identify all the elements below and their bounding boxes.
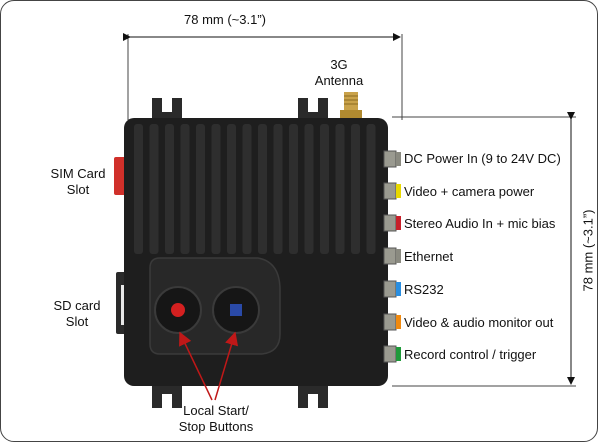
- antenna-label-line2: Antenna: [314, 73, 364, 88]
- port-color-ring: [396, 347, 401, 361]
- height-dimension: [392, 112, 576, 387]
- antenna-label-line1: 3G: [330, 57, 348, 72]
- button-arrows: [179, 331, 239, 401]
- cooling-fin: [273, 124, 283, 254]
- port-connector[interactable]: [383, 214, 397, 232]
- start-button[interactable]: [154, 286, 202, 334]
- mounting-tabs: [152, 98, 328, 408]
- cooling-fin: [211, 124, 221, 254]
- cooling-fin: [196, 124, 205, 254]
- port-color-ring: [396, 315, 401, 329]
- buttons-label-line2: Stop Buttons: [178, 419, 254, 434]
- port-label-ethernet: Ethernet: [404, 249, 454, 264]
- sd-slot-label: SD card Slot: [40, 298, 114, 330]
- sd-slot-label-line1: SD card: [53, 298, 101, 313]
- cooling-fins: [134, 124, 376, 254]
- width-label: 78 mm (~3.1”): [184, 12, 266, 27]
- sim-slot-label: SIM Card Slot: [42, 166, 114, 198]
- cooling-fin: [258, 124, 267, 254]
- port-connector[interactable]: [383, 345, 397, 363]
- cooling-fin: [242, 124, 252, 254]
- port-label-rs232: RS232: [404, 282, 444, 297]
- port-color-ring: [396, 216, 401, 230]
- sd-slot-label-line2: Slot: [65, 314, 89, 329]
- sim-slot-label-line1: SIM Card: [50, 166, 106, 181]
- port-connectors: [383, 150, 401, 363]
- cooling-fin: [227, 124, 236, 254]
- port-color-ring: [396, 184, 401, 198]
- cooling-fin: [335, 124, 345, 254]
- width-dimension: [123, 33, 403, 120]
- port-connector[interactable]: [383, 150, 397, 168]
- cooling-fin: [165, 124, 174, 254]
- buttons-label: Local Start/ Stop Buttons: [168, 403, 264, 435]
- stop-button[interactable]: [212, 286, 260, 334]
- port-connector[interactable]: [383, 313, 397, 331]
- cooling-fin: [351, 124, 360, 254]
- cooling-fin: [149, 124, 159, 254]
- cooling-fin: [289, 124, 298, 254]
- port-color-ring: [396, 152, 401, 166]
- buttons-label-line1: Local Start/: [183, 403, 249, 418]
- port-connector[interactable]: [383, 247, 397, 265]
- port-label-video-camera: Video + camera power: [404, 184, 535, 199]
- height-label: 78 mm (~3.1”): [580, 209, 596, 292]
- device-case: [124, 118, 388, 386]
- cooling-fin: [304, 124, 314, 254]
- sim-slot-label-line2: Slot: [66, 182, 90, 197]
- port-color-ring: [396, 249, 401, 263]
- cooling-fin: [180, 124, 190, 254]
- port-color-ring: [396, 282, 401, 296]
- port-label-dc-power: DC Power In (9 to 24V DC): [404, 151, 561, 166]
- port-label-record-control: Record control / trigger: [404, 347, 537, 362]
- antenna-label: 3G Antenna: [302, 57, 376, 89]
- antenna-connector: [340, 92, 362, 120]
- port-connector[interactable]: [383, 280, 397, 298]
- cooling-fin: [320, 124, 329, 254]
- port-label-stereo-audio: Stereo Audio In + mic bias: [404, 216, 556, 231]
- port-label-monitor-out: Video & audio monitor out: [404, 315, 554, 330]
- cooling-fin: [366, 124, 376, 254]
- port-connector[interactable]: [383, 182, 397, 200]
- cooling-fin: [134, 124, 143, 254]
